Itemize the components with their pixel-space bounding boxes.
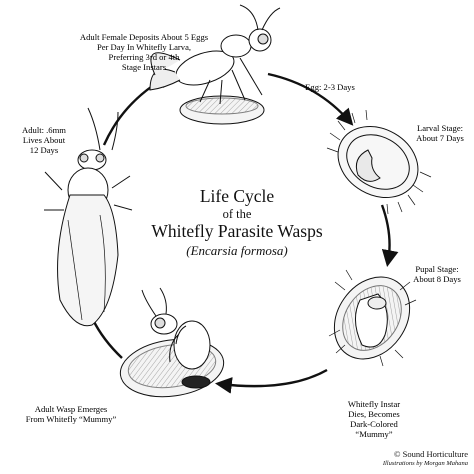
stage-label-adult-line2: Lives About bbox=[23, 135, 66, 145]
stage-label-emergence: Adult Wasp Emerges From Whitefly “Mummy” bbox=[26, 404, 117, 424]
wasp-ovipositing-illustration bbox=[149, 4, 281, 125]
stage-label-adult-line3: 12 Days bbox=[30, 145, 59, 155]
stage-label-oviposition-line1: Adult Female Deposits About 5 Eggs bbox=[80, 32, 209, 42]
diagram-title-line3: Whitefly Parasite Wasps bbox=[151, 221, 323, 241]
stage-label-pupal-line1: Pupal Stage: bbox=[415, 264, 458, 274]
diagram-title-line1: Life Cycle bbox=[199, 186, 275, 206]
stage-label-emergence-line2: From Whitefly “Mummy” bbox=[26, 414, 117, 424]
arrow-mummy-to-emergence bbox=[214, 368, 328, 394]
stage-label-mummy-line3: Dark-Colored bbox=[350, 419, 398, 429]
stage-label-egg: Egg: 2-3 Days bbox=[305, 82, 355, 92]
stage-label-oviposition: Adult Female Deposits About 5 Eggs Per D… bbox=[80, 32, 209, 72]
stage-label-mummy: Whitefly Instar Dies, Becomes Dark-Color… bbox=[348, 399, 401, 439]
pupal-stage-illustration bbox=[328, 269, 417, 367]
stage-label-oviposition-line3: Preferring 3rd or 4th bbox=[109, 52, 181, 62]
stage-label-pupal-line2: About 8 Days bbox=[413, 274, 461, 284]
stage-label-oviposition-line2: Per Day In Whitefly Larva, bbox=[97, 42, 191, 52]
stage-label-oviposition-line4: Stage Instars bbox=[122, 62, 167, 72]
stage-label-larval: Larval Stage: About 7 Days bbox=[416, 123, 464, 143]
larval-stage-illustration bbox=[326, 109, 432, 215]
stage-label-emergence-line1: Adult Wasp Emerges bbox=[35, 404, 108, 414]
stage-label-mummy-line1: Whitefly Instar bbox=[348, 399, 400, 409]
stage-label-pupal: Pupal Stage: About 8 Days bbox=[413, 264, 461, 284]
diagram-species-name: (Encarsia formosa) bbox=[186, 243, 288, 258]
stage-label-larval-line1: Larval Stage: bbox=[417, 123, 463, 133]
adult-wasp-illustration bbox=[44, 107, 133, 327]
stage-label-mummy-line2: Dies, Becomes bbox=[348, 409, 400, 419]
arrow-egg-to-larva bbox=[267, 72, 354, 126]
copyright-credit: © Sound Horticulture bbox=[394, 449, 468, 459]
arrow-larva-to-pupa bbox=[380, 204, 399, 267]
stage-label-larval-line2: About 7 Days bbox=[416, 133, 464, 143]
stage-label-adult: Adult: .6mm Lives About 12 Days bbox=[22, 125, 66, 155]
wasp-emerging-illustration bbox=[119, 287, 225, 398]
stage-label-adult-line1: Adult: .6mm bbox=[22, 125, 66, 135]
stage-label-mummy-line4: “Mummy” bbox=[355, 429, 392, 439]
diagram-title-line2: of the bbox=[222, 207, 252, 221]
illustrator-credit: Illustrations by Morgan Mahana bbox=[382, 460, 468, 467]
stage-label-egg-line1: Egg: 2-3 Days bbox=[305, 82, 355, 92]
